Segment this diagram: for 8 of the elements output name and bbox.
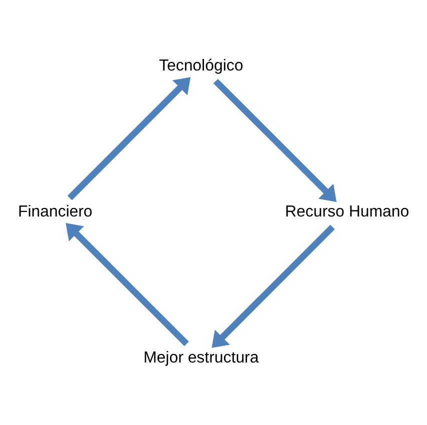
node-text: Recurso Humano [284, 203, 410, 220]
arrow [67, 77, 191, 200]
node-text: Financiero [18, 203, 92, 220]
node-text: Tecnológico [159, 58, 244, 75]
arrow [213, 78, 337, 202]
node-text: Mejor estructura [144, 349, 259, 366]
arrow [212, 224, 335, 348]
arrow [66, 223, 189, 346]
